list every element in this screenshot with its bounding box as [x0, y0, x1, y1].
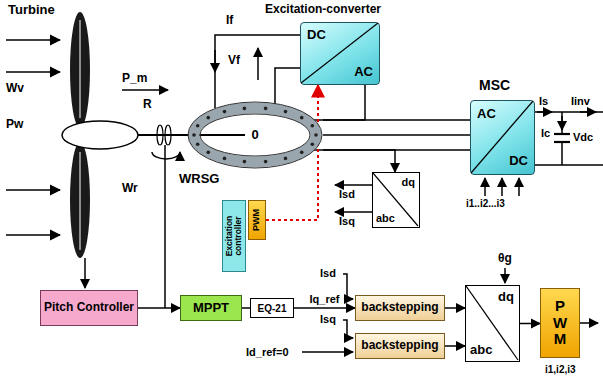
connector: [323, 85, 365, 120]
equation-box: EQ-21: [250, 298, 294, 318]
signal-label: Ic: [541, 127, 550, 139]
connector: [294, 307, 355, 309]
box-label: PWM: [553, 298, 568, 348]
box-label: Pitch Controller: [44, 301, 134, 314]
frame-label: dq: [498, 290, 514, 304]
transform-box: dq abc: [465, 285, 520, 362]
signal-label: θg: [498, 252, 512, 265]
pwm-box: PWM: [540, 288, 580, 358]
signal-label: Turbine: [8, 3, 55, 17]
connector: [323, 134, 470, 136]
connector: [520, 323, 540, 325]
signal-label: Isq: [320, 313, 336, 325]
box-label: EQ-21: [258, 303, 287, 314]
signal-label: Isd: [320, 267, 336, 279]
connector: [242, 307, 250, 309]
controller-box: backstepping: [355, 333, 445, 359]
pwm-box: PWM: [248, 200, 266, 240]
signal-label: Is: [539, 95, 548, 107]
signal-label: Vdc: [573, 131, 593, 143]
signal-label: If: [226, 14, 233, 27]
shaft-mark: 0: [251, 128, 258, 142]
signal-label: Pw: [6, 118, 23, 131]
controller-box: backstepping: [355, 295, 445, 321]
edge-label: Iq_ref: [309, 293, 341, 305]
wind-arrows: [6, 40, 60, 235]
signal-label: i1..i2...i3: [466, 198, 505, 209]
frame-label: abc: [376, 212, 395, 224]
signal-label: R: [143, 98, 152, 111]
port-label: DC: [307, 28, 326, 42]
signal-label: i1,i2,i3: [545, 364, 576, 375]
frame-label: dq: [402, 176, 415, 188]
generator-ring: 0WRSG: [187, 101, 323, 169]
box-label: MPPT: [193, 301, 229, 315]
box-label: backstepping: [361, 301, 438, 314]
signal-label: Isd: [339, 188, 355, 200]
port-label: AC: [354, 65, 373, 79]
signal-label: Id_ref=0: [246, 346, 289, 358]
msc-box: MSCACDC: [470, 100, 535, 175]
generator-name: WRSG: [179, 172, 219, 186]
box-label: backstepping: [361, 339, 438, 352]
connector: [445, 345, 465, 347]
signal-label: Isq: [339, 215, 355, 227]
excitation-converter-box: Excitation-converterDCAC: [300, 22, 380, 85]
signal-label: Iinv: [571, 95, 590, 107]
block-title: Excitation-converter: [265, 3, 381, 16]
controller-box: Excitation controller: [222, 200, 246, 272]
box-label: Excitation controller: [222, 200, 246, 272]
port-label: AC: [477, 107, 496, 121]
connector: [323, 150, 395, 172]
connector: [138, 307, 180, 309]
connector: [445, 307, 465, 309]
block-title: MSC: [479, 78, 510, 93]
transform-box: dq abc: [372, 172, 420, 228]
turbine-rotor: [62, 12, 245, 258]
box-label: PWM: [248, 200, 266, 240]
signal-label: Vf: [228, 54, 240, 67]
controller-box: Pitch Controller: [40, 290, 138, 326]
frame-label: abc: [470, 343, 492, 357]
signal-label: Wr: [122, 182, 138, 195]
signal-label: P_m: [122, 72, 147, 85]
signal-label: Wv: [6, 82, 24, 95]
mppt-box: MPPT: [180, 295, 242, 321]
port-label: DC: [509, 154, 528, 168]
